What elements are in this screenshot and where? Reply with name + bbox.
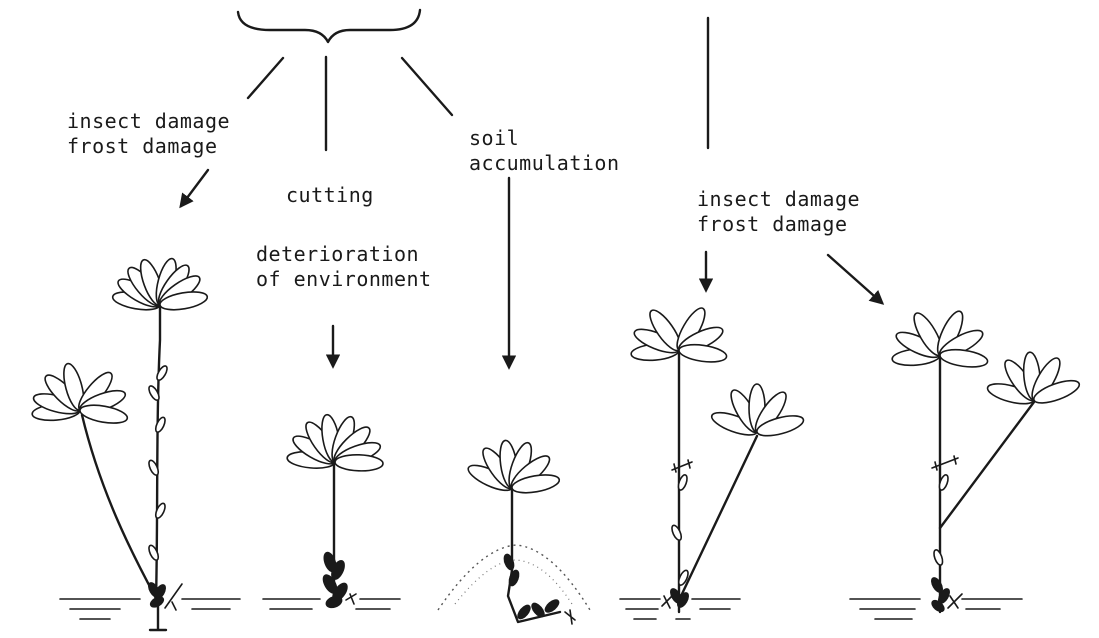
label-soil: soil [469, 126, 519, 151]
label-insect-damage-right: insect damage [697, 187, 860, 212]
brace-connector-left [248, 58, 283, 98]
plant-4-insect-frost [620, 304, 805, 619]
plant-5-insect-frost [850, 308, 1082, 619]
plant-2-cutting [263, 413, 400, 609]
label-accumulation: accumulation [469, 151, 620, 176]
arrow-insect-right-diag [828, 255, 882, 303]
arrow-insect-left [181, 170, 208, 206]
label-deterioration: deterioration [256, 242, 419, 267]
top-brace [238, 10, 420, 42]
label-cutting: cutting [286, 183, 374, 208]
label-of-environment: of environment [256, 267, 432, 292]
plant-3-soil-accumulation [438, 439, 590, 624]
brace-connector-right [402, 58, 452, 115]
label-frost-damage-right: frost damage [697, 212, 848, 237]
plant-1-insect-frost [31, 257, 240, 630]
label-insect-damage-left: insect damage [67, 109, 230, 134]
label-frost-damage-left: frost damage [67, 134, 218, 159]
